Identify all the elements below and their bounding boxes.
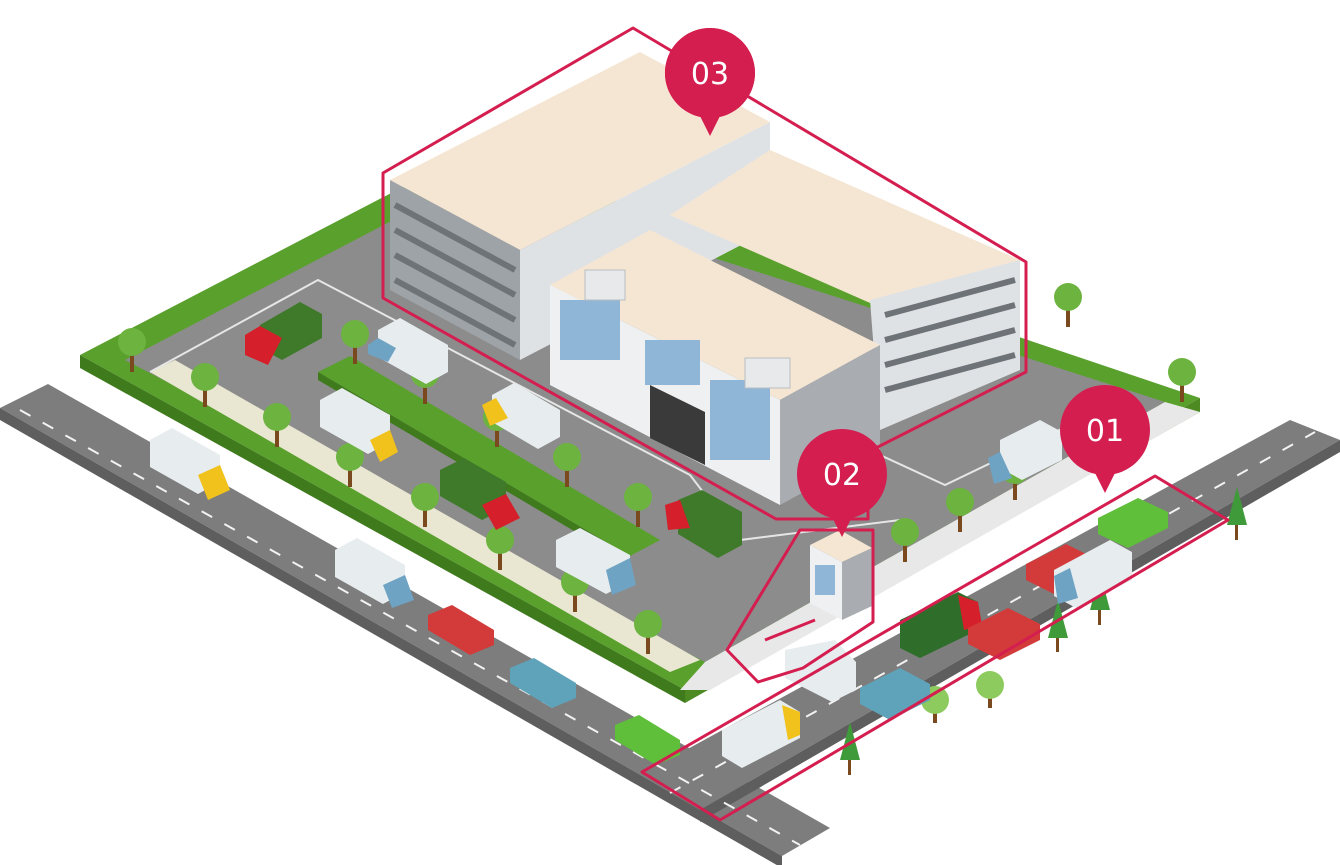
pin-label: 01	[1086, 414, 1124, 449]
truck-green	[665, 490, 742, 558]
vehicles	[150, 302, 1168, 768]
zone-outline-02	[725, 528, 875, 684]
truck-white	[368, 318, 448, 384]
truck-yellow	[150, 428, 230, 500]
gate-barrier	[764, 618, 816, 642]
pin-label: 02	[823, 458, 861, 493]
tree	[191, 363, 219, 407]
gatehouse	[764, 530, 872, 642]
pin-label: 03	[691, 57, 729, 92]
zone-outline-01	[640, 474, 1230, 822]
tree	[976, 671, 1004, 708]
tree	[341, 320, 369, 364]
tree	[891, 518, 919, 562]
map-pin-03[interactable]: 03	[664, 28, 755, 136]
map-pin-01[interactable]: 01	[1060, 385, 1150, 493]
car-blue	[510, 658, 576, 708]
tree	[624, 483, 652, 527]
tree	[411, 483, 439, 527]
tree	[263, 403, 291, 447]
truck-white	[988, 420, 1062, 484]
truck-white	[335, 538, 414, 608]
truck-yellow	[482, 383, 560, 449]
truck-white	[1054, 540, 1132, 608]
tree	[946, 488, 974, 532]
map-pin-02[interactable]: 02	[797, 429, 887, 537]
truck-green	[900, 592, 982, 658]
truck-white	[556, 528, 636, 595]
truck-green	[245, 302, 322, 365]
tree	[118, 328, 146, 372]
car-green	[615, 715, 680, 765]
tree	[336, 443, 364, 487]
truck-yellow	[320, 388, 398, 462]
car-red	[428, 605, 494, 655]
car-red	[968, 608, 1040, 660]
tree	[1168, 358, 1196, 402]
tree	[634, 610, 662, 654]
conifer	[840, 722, 860, 775]
conifer	[1227, 487, 1247, 540]
factory-building	[390, 52, 1020, 505]
car-green	[1098, 498, 1168, 548]
truck-white	[722, 700, 800, 768]
tree	[553, 443, 581, 487]
truck-white	[785, 640, 856, 702]
tree	[486, 526, 514, 570]
tree	[1054, 283, 1082, 327]
road-left-curb	[0, 408, 782, 865]
truck-green	[440, 458, 520, 530]
